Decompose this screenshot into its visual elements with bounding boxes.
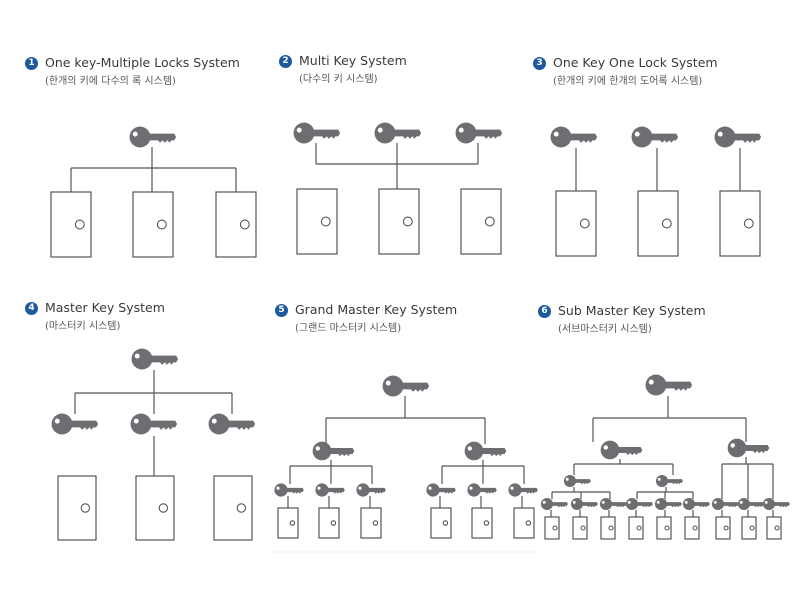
panel-subtitle: (마스터키 시스템) [45, 321, 121, 332]
door-icon [57, 475, 97, 541]
number-badge: 5 [275, 304, 288, 317]
panel-title: Master Key System [45, 300, 165, 315]
key-icon [727, 438, 770, 458]
door-icon [360, 507, 382, 539]
key-icon [631, 126, 679, 148]
key-icon [625, 497, 653, 511]
key-icon [356, 483, 386, 497]
door-icon [741, 516, 757, 540]
door-icon [277, 507, 299, 539]
key-icon [737, 497, 765, 511]
key-icon [51, 413, 99, 435]
door-icon [544, 516, 560, 540]
door-icon [318, 507, 340, 539]
panel-subtitle: (그랜드 마스터키 시스템) [295, 323, 402, 334]
door-icon [715, 516, 731, 540]
key-icon [682, 497, 710, 511]
panel-subtitle: (한개의 키에 한개의 도어록 시스템) [553, 76, 703, 87]
key-icon [645, 374, 693, 396]
key-icon [374, 122, 422, 144]
number-badge: 4 [25, 302, 38, 315]
door-icon [766, 516, 782, 540]
door-icon [215, 191, 257, 258]
door-icon [555, 190, 597, 257]
key-icon [762, 497, 790, 511]
door-icon [628, 516, 644, 540]
panel-title: Grand Master Key System [295, 302, 458, 317]
key-icon [293, 122, 341, 144]
key-icon [711, 497, 739, 511]
door-icon [684, 516, 700, 540]
panel-title: One Key One Lock System [553, 55, 718, 70]
panel-subtitle: (한개의 키에 다수의 록 시스템) [45, 76, 176, 87]
key-icon [714, 126, 762, 148]
panel-title: One key-Multiple Locks System [45, 55, 240, 70]
number-badge: 3 [533, 57, 546, 70]
key-icon [655, 474, 683, 488]
door-icon [296, 188, 338, 255]
key-icon [550, 126, 598, 148]
key-icon [599, 497, 627, 511]
door-icon [430, 507, 452, 539]
key-icon [274, 483, 304, 497]
key-icon [312, 441, 355, 461]
key-icon [208, 413, 256, 435]
key-icon [540, 497, 568, 511]
key-icon [426, 483, 456, 497]
key-icon [467, 483, 497, 497]
key-icon [455, 122, 503, 144]
door-icon [572, 516, 588, 540]
key-icon [130, 413, 178, 435]
door-icon [656, 516, 672, 540]
key-icon [315, 483, 345, 497]
number-badge: 2 [279, 55, 292, 68]
key-icon [600, 440, 643, 460]
key-icon [464, 441, 507, 461]
door-icon [378, 188, 420, 255]
key-icon [654, 497, 682, 511]
door-icon [637, 190, 679, 257]
door-icon [460, 188, 502, 255]
door-icon [132, 191, 174, 258]
key-icon [382, 375, 430, 397]
number-badge: 6 [538, 305, 551, 318]
key-icon [508, 483, 538, 497]
door-icon [513, 507, 535, 539]
panel-subtitle: (서브마스터키 시스템) [558, 324, 652, 335]
panel-title: Sub Master Key System [558, 303, 706, 318]
number-badge: 1 [25, 57, 38, 70]
key-icon [563, 474, 591, 488]
panel-subtitle: (다수의 키 시스템) [299, 74, 378, 85]
door-icon [50, 191, 92, 258]
key-icon [129, 126, 177, 148]
door-icon [213, 475, 253, 541]
key-icon [570, 497, 598, 511]
panel-title: Multi Key System [299, 53, 407, 68]
door-icon [471, 507, 493, 539]
key-icon [131, 348, 179, 370]
door-icon [600, 516, 616, 540]
door-icon [719, 190, 761, 257]
door-icon [135, 475, 175, 541]
